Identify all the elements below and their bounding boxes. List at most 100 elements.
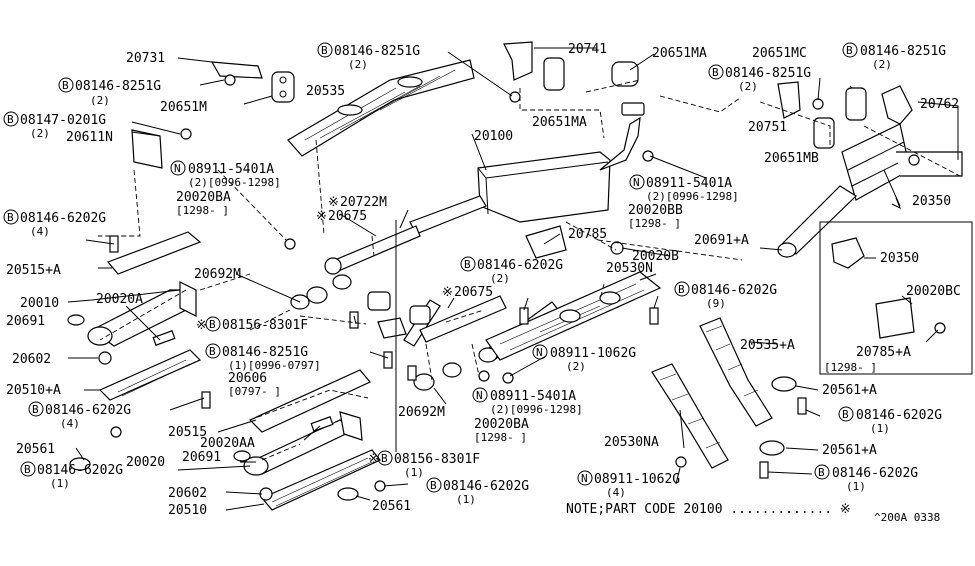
- label-asterisk-a: ※: [328, 195, 339, 210]
- bolt-badge-letter: B: [321, 44, 328, 57]
- date-1298-a: [1298- ]: [176, 204, 229, 217]
- footnote: NOTE;PART CODE 20100 ............. ※: [566, 502, 851, 517]
- label-08156-8301F-b: 08156-8301F: [394, 452, 480, 467]
- nut-badge: N: [577, 470, 593, 486]
- label-08911-1062G-b: 08911-1062G: [594, 472, 680, 487]
- label-20515A: 20515+A: [6, 263, 61, 278]
- qty-m: (2): [490, 272, 510, 285]
- bolt-badge-letter: B: [464, 258, 471, 271]
- mount-rubbers: [131, 41, 920, 169]
- qty-lll: (1): [50, 477, 70, 490]
- qty-8301F-b: (1): [404, 466, 424, 479]
- nut-badge-letter: N: [476, 389, 483, 402]
- date-1298-inset: [1298- ]: [824, 361, 877, 374]
- qty-0996-0797: (1)[0996-0797]: [228, 359, 321, 372]
- bolt-badge: B: [3, 209, 19, 225]
- label-20020AA: 20020AA: [200, 436, 255, 451]
- label-08146-6202G-bot: 08146-6202G: [443, 479, 529, 494]
- label-asterisk-c: ※: [196, 318, 207, 333]
- label-08911-5401A-c: 08911-5401A: [490, 389, 576, 404]
- bolt-badge: B: [708, 64, 724, 80]
- label-20530NA: 20530NA: [604, 435, 659, 450]
- label-asterisk-b: ※: [316, 209, 327, 224]
- bolt-badge-letter: B: [62, 79, 69, 92]
- label-08146-6202G-m: 08146-6202G: [477, 258, 563, 273]
- label-08146-6202G-r1a: 08146-6202G: [856, 408, 942, 423]
- bolt-badge: B: [426, 477, 442, 493]
- bolt-badge-letter: B: [678, 283, 685, 296]
- label-20510A: 20510+A: [6, 383, 61, 398]
- label-20100: 20100: [474, 129, 513, 144]
- label-08911-5401A-a: 08911-5401A: [188, 162, 274, 177]
- label-08146-6202G-ll: 08146-6202G: [45, 403, 131, 418]
- label-20561A-a: 20561+A: [822, 383, 877, 398]
- label-20535: 20535: [306, 84, 345, 99]
- label-20606: 20606: [228, 371, 267, 386]
- bolt-badge: B: [3, 111, 19, 127]
- nut-badge-letter: N: [633, 176, 640, 189]
- label-08911-1062G-a: 08911-1062G: [550, 346, 636, 361]
- label-08146-8251G-r2: 08146-8251G: [725, 66, 811, 81]
- bolt-badge-letter: B: [32, 403, 39, 416]
- qty-r9: (9): [706, 297, 726, 310]
- label-20785: 20785: [568, 227, 607, 242]
- qty-ll: (4): [60, 417, 80, 430]
- qty-top: (2): [348, 58, 368, 71]
- bolt-badge: B: [58, 77, 74, 93]
- label-20751: 20751: [748, 120, 787, 135]
- qty-bot: (1): [456, 493, 476, 506]
- nut-badge-letter: N: [174, 162, 181, 175]
- nut-badge-letter: N: [536, 346, 543, 359]
- heat-insulator-20530N: [485, 271, 662, 361]
- label-20691-l: 20691: [6, 314, 45, 329]
- bolt-badge: B: [377, 450, 393, 466]
- date-1298-c: [1298- ]: [474, 431, 527, 444]
- bolt-badge-letter: B: [818, 466, 825, 479]
- bolt-badge-letter: B: [846, 44, 853, 57]
- label-20785A: 20785+A: [856, 345, 911, 360]
- bolt-badge: B: [460, 256, 476, 272]
- label-20602-b: 20602: [168, 486, 207, 501]
- leader-lines: [67, 47, 961, 511]
- label-20530N: 20530N: [606, 261, 653, 276]
- bolt-badge: B: [842, 42, 858, 58]
- nut-badge: N: [629, 174, 645, 190]
- label-20741: 20741: [568, 42, 607, 57]
- heat-insulators-right: [651, 317, 773, 469]
- rear-muffler: [777, 85, 963, 258]
- main-muffler: [306, 102, 645, 304]
- qty-5401A-c: (2)[0996-1298]: [490, 403, 583, 416]
- qty-1062-a: (2): [566, 360, 586, 373]
- bolt-badge: B: [20, 461, 36, 477]
- label-20691A-r: 20691+A: [694, 233, 749, 248]
- bolt-badge-letter: B: [7, 211, 14, 224]
- bolt-badge-letter: B: [430, 479, 437, 492]
- label-20651MA-top: 20651MA: [652, 46, 707, 61]
- qty-r1b: (1): [846, 480, 866, 493]
- nut-badge-letter: N: [581, 472, 588, 485]
- qty-r1a: (1): [870, 422, 890, 435]
- label-20692M-b: 20692M: [398, 405, 445, 420]
- label-08146-8251G-mid: 08146-8251G: [222, 345, 308, 360]
- inset-detail: [819, 169, 973, 375]
- label-08146-8251G-tr: 08146-8251G: [860, 44, 946, 59]
- label-20675-a: 20675: [328, 209, 367, 224]
- label-20651M: 20651M: [160, 100, 207, 115]
- nut-badge: N: [170, 160, 186, 176]
- label-20651MB: 20651MB: [764, 151, 819, 166]
- heat-insulator-top: [287, 59, 475, 157]
- label-20762: 20762: [920, 97, 959, 112]
- qty-08147: (2): [30, 127, 50, 140]
- date-0797: [0797- ]: [228, 385, 281, 398]
- label-08146-6202G-lll: 08146-6202G: [37, 463, 123, 478]
- label-20535A: 20535+A: [740, 338, 795, 353]
- qty-tr: (2): [872, 58, 892, 71]
- label-20020: 20020: [126, 455, 165, 470]
- bolt-badge-letter: B: [24, 463, 31, 476]
- label-08146-8251G-top: 08146-8251G: [334, 44, 420, 59]
- label-08146-6202G-l: 08146-6202G: [20, 211, 106, 226]
- qty-l: (4): [30, 225, 50, 238]
- bolt-badge: B: [838, 406, 854, 422]
- label-20692M-a: 20692M: [194, 267, 241, 282]
- label-20561A-b: 20561+A: [822, 443, 877, 458]
